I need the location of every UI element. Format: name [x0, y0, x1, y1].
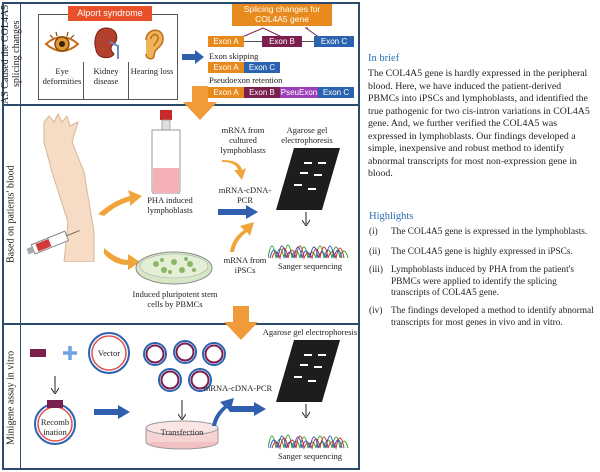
- arrow-recomb-to-cells: [94, 405, 130, 419]
- pseudoexon-label: Pseudoexon retention: [209, 75, 283, 85]
- vector-plasmid-icon: [88, 332, 130, 374]
- arrow-ipsc-mrna: [230, 222, 254, 252]
- arm-illustration: [43, 112, 95, 262]
- highlight-text: Lymphoblasts induced by PHA from the pat…: [391, 265, 574, 299]
- highlight-text: The COL4A5 gene is expressed in the lymp…: [391, 227, 588, 237]
- exon-c-pseudo: Exon C: [318, 87, 354, 98]
- caption-divider: [20, 2, 21, 470]
- ipsc-label: Induced pluripotent stem cells by PBMCs: [132, 289, 218, 309]
- arrow-gel-to-seq-middle: [302, 212, 310, 226]
- highlight-item: (i) The COL4A5 gene is expressed in the …: [369, 227, 595, 239]
- petri-ipsc: [135, 251, 213, 285]
- sanger-chromatogram-bottom: [268, 434, 349, 450]
- eye-icon: [44, 31, 80, 52]
- highlights-title: Highlights: [369, 211, 414, 222]
- alport-banner: Alport syndrome: [68, 6, 152, 21]
- arrow-down-2: [224, 306, 258, 340]
- pha-label: PHA induced lymphoblasts: [147, 195, 193, 215]
- plasmid-cluster-icon: [143, 340, 226, 392]
- mrna-ipsc-label: mRNA from iPSCs: [223, 255, 267, 275]
- sanger-label-bottom: Sanger sequencing: [278, 451, 342, 461]
- eye-label: Eye deformities: [42, 66, 82, 86]
- highlight-item: (iii) Lymphoblasts induced by PHA from t…: [369, 265, 595, 300]
- alport-col-divider-1: [83, 62, 84, 100]
- splicing-title: Splicing changes for COL4A5 gene: [232, 4, 332, 26]
- highlight-item: (ii) The COL4A5 gene is highly expressed…: [369, 247, 595, 259]
- figure-frame: [2, 2, 360, 470]
- highlight-num: (ii): [369, 247, 381, 257]
- ear-icon: [145, 29, 164, 60]
- exon-skipping-label: Exon skipping: [209, 51, 259, 61]
- pcr-label-bottom: mRNA-cDNA-PCR: [203, 383, 273, 393]
- section-divider-top: [2, 104, 360, 106]
- brief-title: In brief: [368, 53, 400, 64]
- highlight-num: (iv): [369, 306, 383, 316]
- gel-label-middle: Agarose gel electrophoresis: [281, 125, 333, 145]
- exon-a-normal: Exon A: [208, 36, 244, 47]
- highlight-num: (iii): [369, 265, 383, 275]
- arrow-cells-to-dish: [178, 400, 186, 420]
- brief-text: The COL4A5 gene is hardly expressed in t…: [368, 68, 590, 180]
- sanger-chromatogram-middle: [268, 244, 349, 260]
- highlight-item: (iv) The findings developed a method to …: [369, 306, 595, 329]
- syringe-icon: [26, 230, 80, 255]
- gel-label-bottom: Agarose gel electrophoresis: [262, 327, 358, 337]
- kidney-label: Kidney disease: [93, 66, 119, 86]
- insert-fragment-icon: [30, 346, 77, 360]
- exon-a-pseudo: Exon A: [208, 87, 244, 98]
- caption-bottom: Minigene assay in vitro: [5, 350, 17, 445]
- arrow-pcr-to-gel-bottom: [230, 402, 266, 416]
- arrow-arm-to-pha: [98, 190, 142, 216]
- arrow-alport-to-splicing: [182, 50, 204, 64]
- gel-image-bottom: [276, 340, 340, 402]
- transfection-dish-icon: [145, 420, 219, 450]
- hearing-label: Hearing loss: [130, 66, 174, 76]
- sanger-label-middle: Sanger sequencing: [278, 261, 342, 271]
- highlight-num: (i): [369, 227, 378, 237]
- arrow-gel-to-seq-bottom: [302, 404, 310, 418]
- pseu-exon: PseuExon: [280, 87, 318, 98]
- mrna-lympho-label: mRNA from cultured lymphoblasts: [220, 125, 266, 155]
- arrow-down-1: [183, 86, 217, 120]
- arrow-pcr-to-gel: [218, 205, 258, 219]
- intron-line-2: [302, 41, 314, 42]
- arrow-to-recomb: [51, 376, 59, 394]
- intron-line-1: [244, 41, 262, 42]
- recomb-label: Recomb ination: [40, 417, 70, 437]
- arrow-lympho-mrna: [222, 160, 246, 180]
- pcr-label: mRNA-cDNA-PCR: [218, 185, 272, 205]
- exon-b-pseudo: Exon B: [244, 87, 280, 98]
- highlight-text: The COL4A5 gene is highly expressed in i…: [391, 247, 573, 257]
- flask-pha: [151, 110, 181, 194]
- alport-col-divider-2: [128, 62, 129, 100]
- exon-a-skip: Exon A: [208, 62, 244, 73]
- kidney-icon: [94, 27, 119, 59]
- exon-c-normal: Exon C: [314, 36, 354, 47]
- section-divider-bottom: [2, 323, 360, 325]
- caption-top: AS Caused the COL4A5 splicing changes: [0, 4, 22, 104]
- highlight-text: The findings developed a method to ident…: [391, 306, 594, 328]
- exon-c-skip: Exon C: [244, 62, 280, 73]
- splicing-normal-lines: [239, 27, 321, 39]
- recomb-plasmid-icon: [34, 400, 76, 445]
- arrow-arm-to-ipsc: [104, 248, 140, 270]
- caption-middle: Based on patients' blood: [5, 165, 17, 263]
- exon-b-normal: Exon B: [262, 36, 302, 47]
- arrow-dish-to-pcr: [212, 398, 234, 426]
- transfection-label: Transfection: [160, 427, 204, 437]
- gel-image-middle: [276, 148, 340, 210]
- vector-label: Vector: [97, 348, 121, 358]
